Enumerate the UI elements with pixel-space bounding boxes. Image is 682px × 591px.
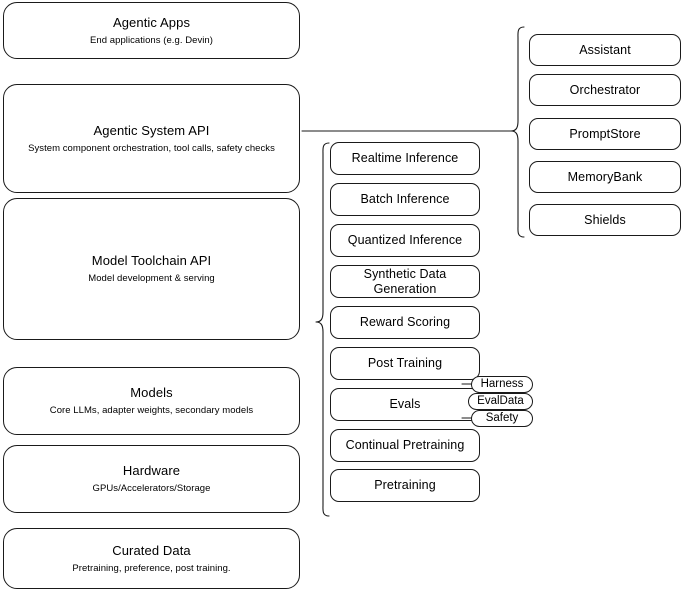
layer-subtitle: GPUs/Accelerators/Storage: [92, 483, 211, 494]
system-component-label: Shields: [584, 212, 626, 227]
system-component-label: Orchestrator: [569, 82, 641, 97]
capability-label: Continual Pretraining: [345, 438, 465, 452]
evals-badge-label: Harness: [480, 378, 524, 390]
layer-hardware[interactable]: Hardware GPUs/Accelerators/Storage: [3, 445, 300, 513]
capability-label: Realtime Inference: [351, 151, 459, 165]
capability-label: Batch Inference: [360, 192, 450, 206]
system-component-assistant[interactable]: Assistant: [529, 34, 681, 66]
capability-label: Synthetic Data Generation: [363, 266, 447, 296]
system-component-label: Assistant: [579, 42, 631, 57]
layer-subtitle: End applications (e.g. Devin): [90, 34, 213, 46]
system-component-shields[interactable]: Shields: [529, 204, 681, 236]
capability-realtime-inference[interactable]: Realtime Inference: [330, 142, 480, 175]
capability-pretraining[interactable]: Pretraining: [330, 469, 480, 502]
capability-label: Reward Scoring: [359, 315, 451, 329]
system-component-memorybank[interactable]: MemoryBank: [529, 161, 681, 193]
layer-model-toolchain-api[interactable]: Model Toolchain API Model development & …: [3, 198, 300, 340]
layer-title: Curated Data: [112, 542, 191, 558]
layer-title: Model Toolchain API: [91, 253, 212, 268]
system-component-promptstore[interactable]: PromptStore: [529, 118, 681, 150]
layer-title: Models: [130, 385, 173, 400]
brace-system-components: [510, 26, 525, 238]
layer-title: Agentic Apps: [112, 14, 191, 30]
layer-agentic-apps[interactable]: Agentic Apps End applications (e.g. Devi…: [3, 2, 300, 59]
capability-continual-pretraining[interactable]: Continual Pretraining: [330, 429, 480, 462]
layer-subtitle: Model development & serving: [88, 273, 215, 284]
capability-post-training[interactable]: Post Training: [330, 347, 480, 380]
layer-title: Hardware: [122, 463, 181, 478]
evals-badge-safety[interactable]: Safety: [471, 410, 533, 427]
layer-curated-data[interactable]: Curated Data Pretraining, preference, po…: [3, 528, 300, 589]
capability-reward-scoring[interactable]: Reward Scoring: [330, 306, 480, 339]
capability-label: Post Training: [367, 356, 443, 370]
capability-label: Quantized Inference: [347, 233, 463, 247]
capability-label: Pretraining: [374, 478, 436, 492]
system-component-label: MemoryBank: [567, 169, 643, 184]
capability-quantized-inference[interactable]: Quantized Inference: [330, 224, 480, 257]
layer-subtitle: System component orchestration, tool cal…: [28, 142, 275, 154]
capability-synthetic-data-generation[interactable]: Synthetic Data Generation: [330, 265, 480, 298]
layer-models[interactable]: Models Core LLMs, adapter weights, secon…: [3, 367, 300, 435]
evals-badge-harness[interactable]: Harness: [471, 376, 533, 393]
capability-label: Evals: [389, 397, 421, 411]
layer-title: Agentic System API: [93, 122, 210, 138]
capability-batch-inference[interactable]: Batch Inference: [330, 183, 480, 216]
system-component-label: PromptStore: [569, 126, 641, 141]
evals-badge-label: Safety: [485, 412, 519, 424]
layer-subtitle: Pretraining, preference, post training.: [72, 562, 231, 574]
brace-toolchain-capabilities: [315, 142, 330, 517]
evals-badge-label: EvalData: [477, 395, 524, 407]
evals-badge-evaldata[interactable]: EvalData: [468, 393, 533, 410]
layer-agentic-system-api[interactable]: Agentic System API System component orch…: [3, 84, 300, 193]
capability-evals[interactable]: Evals: [330, 388, 480, 421]
system-component-orchestrator[interactable]: Orchestrator: [529, 74, 681, 106]
layer-subtitle: Core LLMs, adapter weights, secondary mo…: [49, 405, 254, 416]
